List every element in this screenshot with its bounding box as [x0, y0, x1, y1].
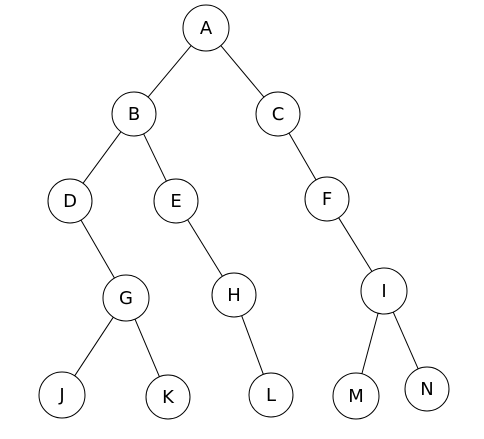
- tree-node-g: G: [102, 274, 150, 322]
- node-label-e: E: [170, 191, 181, 212]
- tree-node-f: F: [304, 176, 350, 222]
- node-circle-d: [47, 178, 93, 224]
- node-label-h: H: [227, 285, 241, 306]
- edge-f-i: [338, 217, 373, 272]
- node-circle-e: [153, 178, 199, 224]
- node-label-m: M: [348, 386, 364, 407]
- edges-layer: [74, 45, 419, 377]
- node-label-d: D: [63, 191, 77, 212]
- node-circle-g: [102, 274, 150, 322]
- node-label-f: F: [322, 189, 332, 210]
- node-label-a: A: [200, 18, 213, 39]
- node-circle-l: [248, 372, 294, 418]
- node-circle-n: [404, 366, 450, 412]
- edge-e-h: [187, 219, 223, 277]
- edge-h-l: [241, 315, 264, 375]
- nodes-layer: A B C D E F G H I J K L M N: [38, 4, 450, 420]
- node-circle-i: [360, 267, 408, 315]
- node-label-l: L: [266, 385, 276, 406]
- node-circle-k: [145, 374, 191, 420]
- edge-b-d: [82, 131, 122, 184]
- node-circle-a: [182, 4, 230, 52]
- node-circle-f: [304, 176, 350, 222]
- tree-node-c: C: [255, 91, 301, 137]
- node-label-g: G: [119, 288, 133, 309]
- edge-i-m: [361, 313, 379, 374]
- node-label-j: J: [58, 385, 64, 406]
- tree-node-m: M: [332, 372, 380, 420]
- node-circle-b: [111, 91, 157, 137]
- edge-a-c: [220, 45, 265, 98]
- tree-node-e: E: [153, 178, 199, 224]
- edge-g-j: [74, 316, 114, 377]
- tree-node-n: N: [404, 366, 450, 412]
- tree-node-j: J: [38, 371, 86, 419]
- edge-b-e: [143, 133, 167, 182]
- node-label-b: B: [128, 104, 140, 125]
- tree-node-h: H: [211, 272, 257, 318]
- tree-node-a: A: [182, 4, 230, 52]
- edge-i-n: [392, 311, 419, 370]
- node-label-i: I: [381, 281, 386, 302]
- node-label-k: K: [162, 387, 175, 408]
- tree-node-d: D: [47, 178, 93, 224]
- node-label-n: N: [420, 379, 433, 400]
- node-circle-h: [211, 272, 257, 318]
- node-circle-c: [255, 91, 301, 137]
- tree-node-i: I: [360, 267, 408, 315]
- edge-g-k: [134, 319, 160, 377]
- tree-node-k: K: [145, 374, 191, 420]
- node-label-c: C: [272, 104, 285, 125]
- edge-d-g: [80, 219, 115, 279]
- edge-a-b: [147, 45, 192, 98]
- edge-c-f: [288, 132, 317, 181]
- tree-node-l: L: [248, 372, 294, 418]
- node-circle-j: [38, 371, 86, 419]
- node-circle-m: [332, 372, 380, 420]
- tree-node-b: B: [111, 91, 157, 137]
